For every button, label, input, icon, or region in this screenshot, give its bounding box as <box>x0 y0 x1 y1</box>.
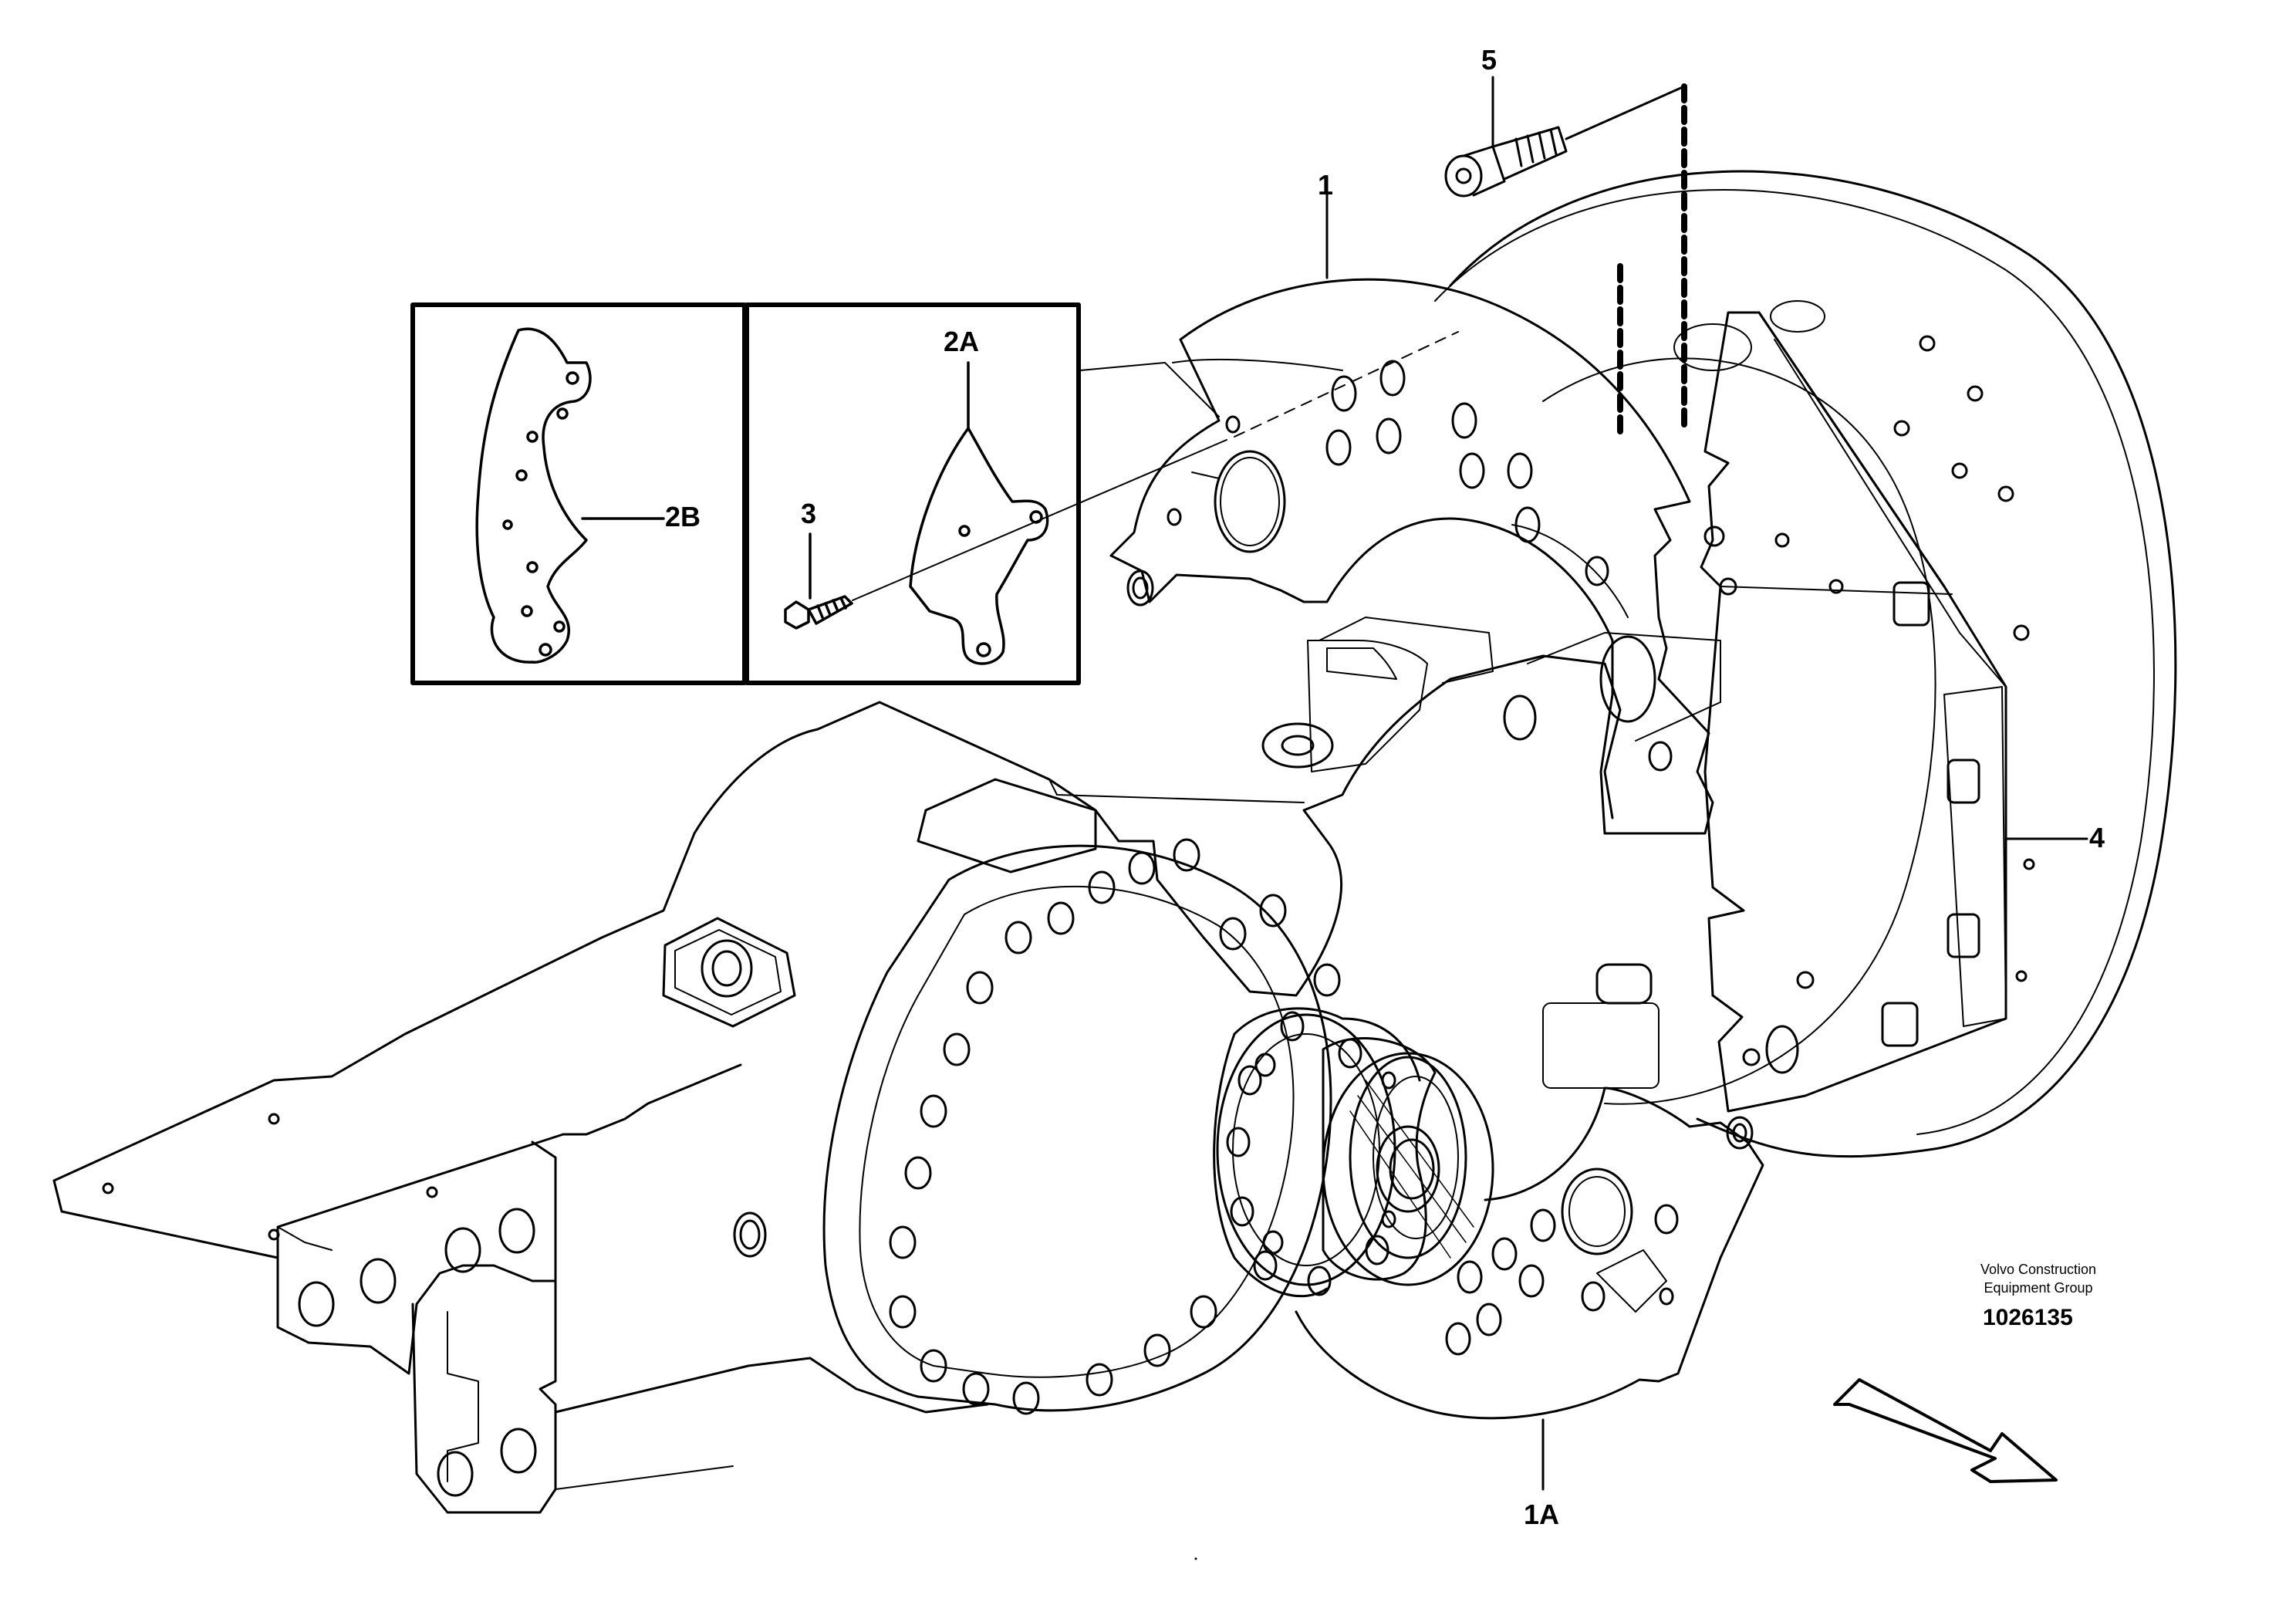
callout-1: 1 <box>1318 169 1334 201</box>
callout-2a: 2A <box>944 326 980 357</box>
company-name-line2: Equipment Group <box>1984 1280 2093 1296</box>
company-name-line1: Volvo Construction <box>1980 1262 2097 1277</box>
callout-3: 3 <box>801 498 817 529</box>
direction-arrow <box>1833 1378 2058 1483</box>
callout-5: 5 <box>1481 44 1497 76</box>
drawing-number: 1026135 <box>1983 1305 2073 1330</box>
brake-shield-1 <box>1109 176 1714 835</box>
callout-1a: 1A <box>1524 1499 1560 1530</box>
bolt-5 <box>1234 76 1687 438</box>
shim-plate-2b <box>475 327 665 664</box>
brake-disc <box>1434 170 2177 1158</box>
callout-4: 4 <box>2089 822 2105 853</box>
caliper-4 <box>1700 311 2088 1113</box>
hub-flange <box>822 838 1341 1415</box>
callout-2b: 2B <box>665 501 701 532</box>
brake-shield-1a <box>1295 1086 1764 1491</box>
drive-shaft-hub <box>1213 1007 1494 1298</box>
shim-plate-2a <box>784 361 1227 665</box>
axle-housing <box>52 300 1825 1514</box>
inset-frame <box>410 302 1081 685</box>
